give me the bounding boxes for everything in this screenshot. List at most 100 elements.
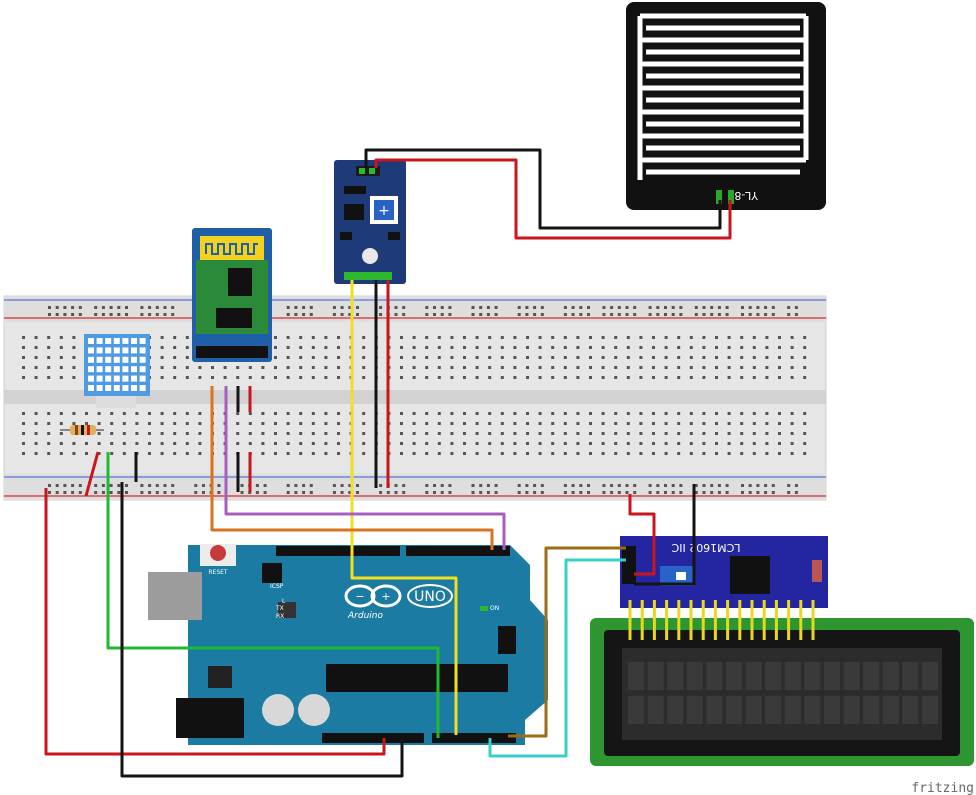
breadboard-hole	[526, 412, 529, 415]
breadboard-hole	[47, 442, 51, 445]
breadboard-hole	[764, 306, 768, 309]
breadboard-hole	[617, 484, 621, 487]
breadboard-hole	[614, 356, 618, 359]
breadboard-hole	[551, 422, 555, 425]
dht-grille-cell	[113, 366, 120, 373]
breadboard-hole	[538, 412, 542, 415]
breadboard-hole	[639, 336, 643, 339]
breadboard-hole	[34, 422, 38, 425]
breadboard-hole	[764, 484, 768, 487]
breadboard-hole	[513, 346, 517, 349]
breadboard-hole	[425, 422, 429, 425]
breadboard-hole	[362, 432, 366, 435]
breadboard-hole	[94, 484, 98, 487]
breadboard-hole	[563, 484, 567, 487]
breadboard-hole	[488, 452, 492, 455]
breadboard-hole	[160, 432, 164, 435]
dht-grille-cell	[96, 356, 103, 363]
dht-grille-cell	[105, 375, 112, 382]
breadboard-hole	[402, 491, 406, 494]
breadboard-hole	[463, 452, 466, 455]
breadboard-hole	[294, 313, 298, 316]
breadboard-hole	[526, 422, 529, 425]
breadboard-hole	[163, 306, 167, 309]
breadboard-hole	[571, 491, 575, 494]
potentiometer-icon: +	[378, 203, 390, 219]
breadboard-hole	[448, 484, 452, 487]
breadboard-hole	[694, 491, 698, 494]
breadboard-hole	[790, 346, 794, 349]
dht-grille-cell	[105, 356, 112, 363]
on-label: ON	[490, 605, 499, 612]
breadboard-hole	[664, 452, 668, 455]
breadboard-hole	[109, 306, 113, 309]
breadboard-hole	[500, 412, 504, 415]
breadboard-hole	[223, 366, 227, 369]
breadboard-hole	[715, 366, 718, 369]
breadboard-hole	[173, 432, 177, 435]
breadboard-hole	[486, 484, 490, 487]
breadboard-hole	[677, 452, 681, 455]
breadboard-hole	[286, 452, 290, 455]
breadboard-hole	[261, 452, 265, 455]
breadboard-hole	[402, 313, 406, 316]
breadboard-hole	[752, 442, 756, 445]
breadboard-hole	[286, 432, 290, 435]
breadboard-hole	[198, 422, 202, 425]
rain-sensor-module: +	[334, 160, 406, 284]
lcd-header-pins	[628, 600, 815, 640]
breadboard-hole	[563, 306, 567, 309]
breadboard-hole	[440, 484, 444, 487]
breadboard-hole	[803, 452, 807, 455]
breadboard-hole	[617, 306, 621, 309]
breadboard-hole	[302, 306, 306, 309]
breadboard-hole	[299, 432, 303, 435]
dht-grille-cell	[113, 338, 120, 344]
breadboard-hole	[148, 484, 152, 487]
breadboard-hole	[533, 313, 537, 316]
lcd-cell	[726, 662, 742, 690]
breadboard-hole	[400, 376, 403, 379]
breadboard-hole	[425, 346, 429, 349]
breadboard-hole	[110, 452, 114, 455]
breadboard-hole	[34, 376, 38, 379]
breadboard-hole	[173, 412, 177, 415]
breadboard-hole	[664, 442, 668, 445]
breadboard-hole	[626, 356, 630, 359]
breadboard-hole	[576, 336, 580, 339]
breadboard-hole	[294, 484, 298, 487]
breadboard-hole	[778, 336, 781, 339]
breadboard-hole	[500, 336, 504, 339]
breadboard-hole	[756, 306, 760, 309]
breadboard-hole	[72, 376, 76, 379]
breadboard-hole	[740, 432, 744, 435]
breadboard-hole	[626, 452, 630, 455]
lcd-cell	[824, 696, 840, 724]
breadboard-hole	[652, 356, 655, 359]
rain-sensor-plate: YL-83	[626, 2, 826, 210]
reset-button[interactable]	[210, 545, 226, 561]
breadboard-hole	[337, 336, 340, 339]
breadboard-hole	[261, 412, 265, 415]
breadboard-hole	[479, 313, 483, 316]
breadboard-hole	[255, 491, 259, 494]
breadboard-hole	[261, 432, 265, 435]
sensor-pin	[728, 190, 734, 204]
breadboard-hole	[274, 452, 277, 455]
breadboard-hole	[299, 376, 303, 379]
breadboard-hole	[626, 366, 630, 369]
breadboard-hole	[513, 432, 517, 435]
breadboard-hole	[324, 376, 328, 379]
breadboard-hole	[22, 452, 25, 455]
breadboard-hole	[299, 336, 303, 339]
breadboard-hole	[525, 313, 529, 316]
breadboard-hole	[614, 412, 618, 415]
breadboard-hole	[513, 336, 517, 339]
breadboard-hole	[563, 336, 567, 339]
breadboard-hole	[656, 491, 660, 494]
breadboard-hole	[386, 491, 390, 494]
breadboard-hole	[475, 422, 479, 425]
breadboard-hole	[589, 366, 592, 369]
breadboard-hole	[765, 376, 769, 379]
breadboard-hole	[117, 306, 121, 309]
